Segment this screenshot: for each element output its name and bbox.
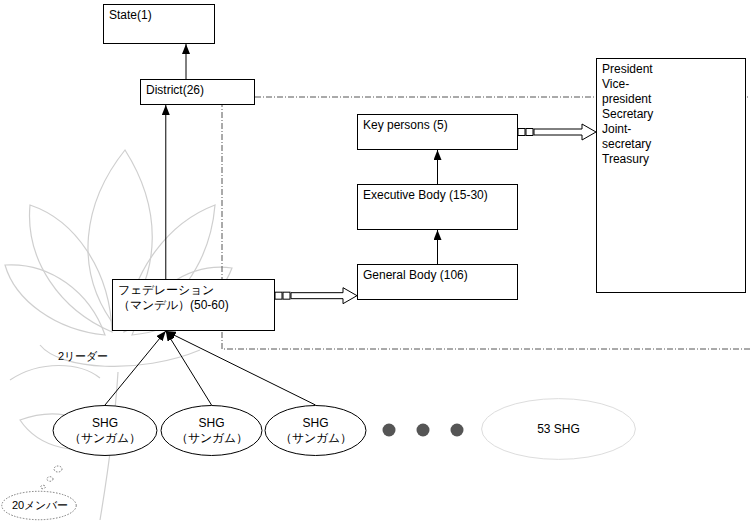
- shg-ellipse: SHG （サンガム）: [264, 405, 367, 456]
- node-text: フェデレーション （マンデル）(50-60): [118, 283, 269, 313]
- arrow-connector: [437, 150, 438, 184]
- general-body-box: General Body (106): [357, 264, 518, 300]
- ellipsis-dots: [383, 424, 464, 437]
- key-persons-box: Key persons (5): [357, 114, 518, 150]
- arrow-connector: [166, 331, 316, 405]
- district-box: District(26): [140, 79, 255, 105]
- node-text: SHG （サンガム）: [275, 416, 356, 446]
- officer-list-box: President Vice-president Secretary Joint…: [596, 58, 746, 293]
- lotus-illustration: [5, 150, 232, 520]
- node-text: District(26): [146, 83, 249, 98]
- executive-body-box: Executive Body (15-30): [357, 184, 518, 230]
- state-box: State(1): [103, 4, 215, 44]
- node-text: General Body (106): [363, 268, 512, 283]
- hollow-arrow: [518, 124, 596, 140]
- node-text: State(1): [109, 8, 209, 23]
- node-text: SHG （サンガム）: [63, 416, 147, 446]
- shg-ellipse: SHG （サンガム）: [160, 405, 263, 456]
- node-text: 53 SHG: [537, 422, 580, 437]
- hollow-arrow: [275, 288, 357, 304]
- shg-count-ellipse: 53 SHG: [480, 398, 637, 460]
- node-text: SHG （サンガム）: [171, 416, 252, 446]
- node-text: 20メンバー: [12, 499, 66, 513]
- node-text: President Vice-president Secretary Joint…: [602, 62, 653, 167]
- arrow-connector: [165, 105, 166, 279]
- arrow-connector: [105, 331, 166, 405]
- federation-box: フェデレーション （マンデル）(50-60): [112, 279, 275, 331]
- node-text: Key persons (5): [363, 118, 512, 133]
- arrow-connector: [437, 230, 438, 264]
- member-callout: 20メンバー: [1, 491, 77, 520]
- node-text: Executive Body (15-30): [363, 188, 512, 203]
- shg-ellipse: SHG （サンガム）: [52, 405, 158, 456]
- callout-tail: [41, 466, 62, 489]
- leader-count-label: 2リーダー: [58, 349, 108, 364]
- arrow-connector: [186, 44, 187, 79]
